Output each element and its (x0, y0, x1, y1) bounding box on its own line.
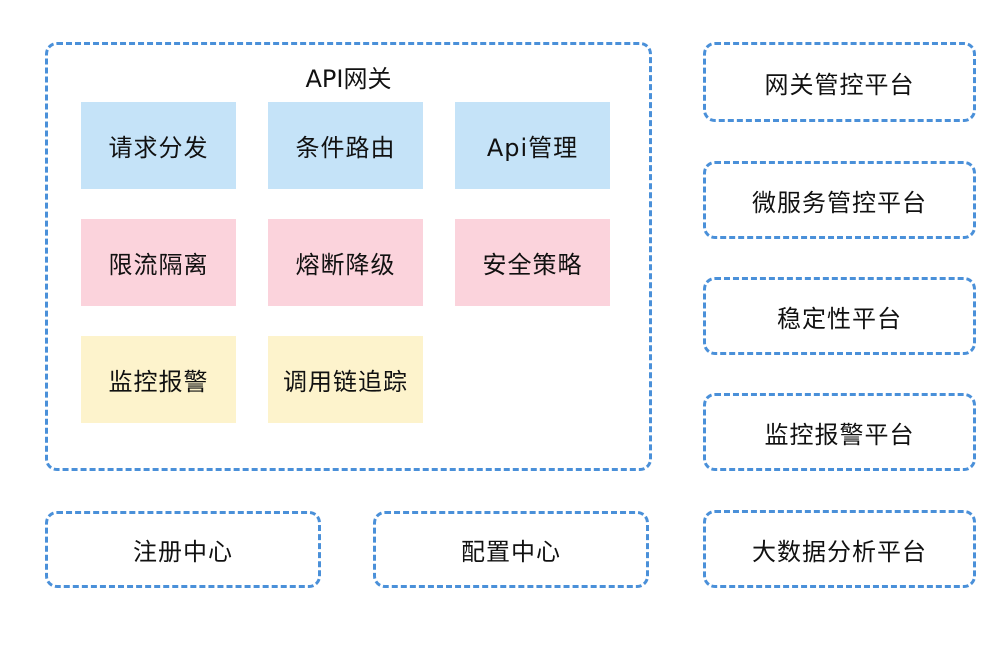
module-api-management: Api管理 (455, 102, 610, 189)
monitoring-alert-platform-box: 监控报警平台 (703, 393, 976, 471)
microservice-control-platform-label: 微服务管控平台 (752, 188, 927, 217)
config-center-box: 配置中心 (373, 511, 649, 588)
module-rate-limit-isolation: 限流隔离 (81, 219, 236, 306)
registry-center-box: 注册中心 (45, 511, 321, 588)
big-data-analysis-platform-label: 大数据分析平台 (752, 537, 927, 566)
gateway-control-platform-label: 网关管控平台 (764, 70, 915, 99)
module-monitoring-alert: 监控报警 (81, 336, 236, 423)
gateway-control-platform-box: 网关管控平台 (703, 42, 976, 122)
stability-platform-box: 稳定性平台 (703, 277, 976, 355)
microservice-control-platform-box: 微服务管控平台 (703, 161, 976, 239)
module-request-dispatch: 请求分发 (81, 102, 236, 189)
api-gateway-title: API网关 (305, 65, 392, 93)
stability-platform-label: 稳定性平台 (777, 304, 902, 333)
module-call-chain-tracing: 调用链追踪 (268, 336, 423, 423)
api-gateway-container: API网关 请求分发 条件路由 Api管理 限流隔离 熔断降级 安全策略 监控报… (45, 42, 652, 471)
big-data-analysis-platform-box: 大数据分析平台 (703, 510, 976, 588)
module-security-policy: 安全策略 (455, 219, 610, 306)
registry-center-label: 注册中心 (133, 538, 233, 566)
module-circuit-breaker: 熔断降级 (268, 219, 423, 306)
module-conditional-routing: 条件路由 (268, 102, 423, 189)
monitoring-alert-platform-label: 监控报警平台 (764, 420, 915, 449)
config-center-label: 配置中心 (461, 538, 561, 566)
